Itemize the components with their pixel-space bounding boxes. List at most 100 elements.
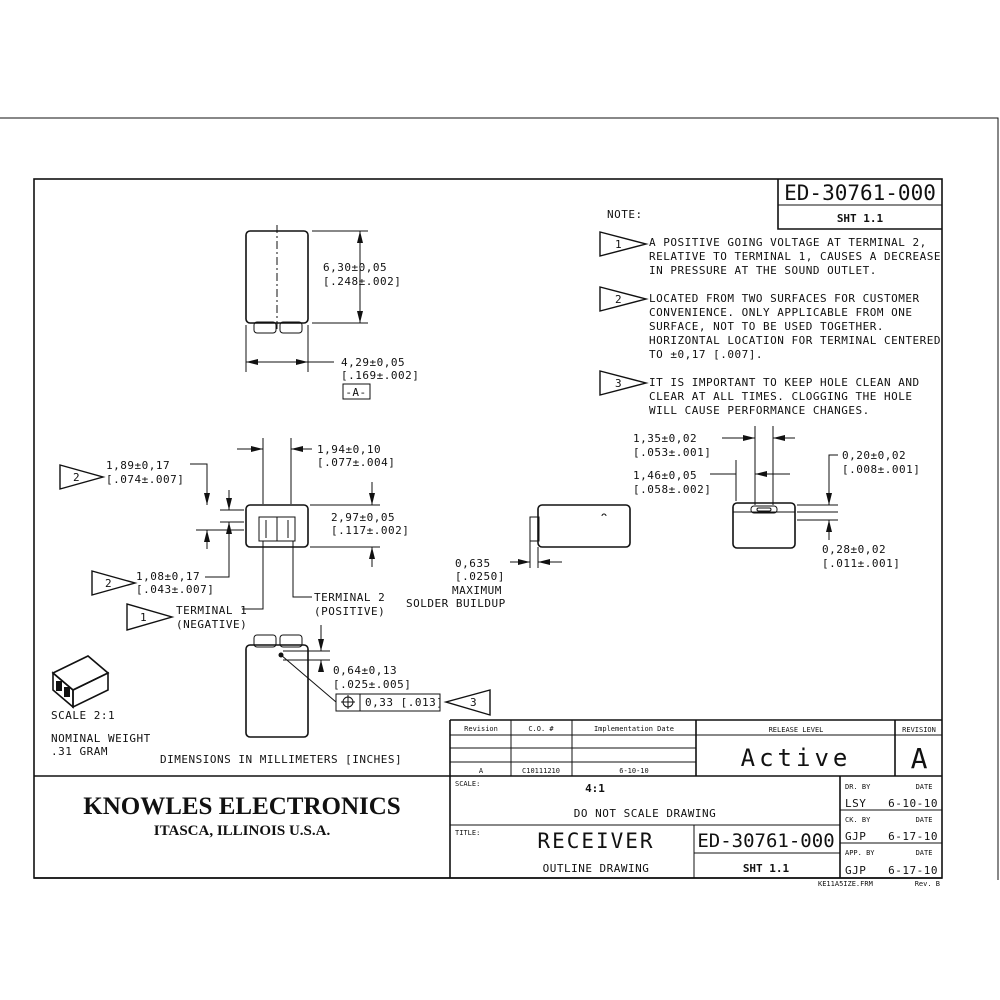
rev-row-date: 6-10-10 <box>619 767 649 775</box>
svg-text:WILL CAUSE PERFORMANCE CHANGES: WILL CAUSE PERFORMANCE CHANGES. <box>649 404 870 417</box>
isometric-sketch <box>51 655 110 709</box>
app-date-label: DATE <box>916 849 933 857</box>
dr-date-label: DATE <box>916 783 933 791</box>
terminal2-sub: (POSITIVE) <box>314 605 385 618</box>
height-dim-mm: 6,30±0,05 <box>323 261 387 274</box>
svg-text:LOCATED FROM TWO SURFACES FOR: LOCATED FROM TWO SURFACES FOR CUSTOMER <box>649 292 920 305</box>
terminal1-sub: (NEGATIVE) <box>176 618 247 631</box>
note-flag-2-side: 2 <box>91 570 138 596</box>
svg-text:A POSITIVE GOING VOLTAGE AT TE: A POSITIVE GOING VOLTAGE AT TERMINAL 2, <box>649 236 927 249</box>
solder-note-2: SOLDER BUILDUP <box>406 597 506 610</box>
terminal1-label: TERMINAL 1 <box>176 604 247 617</box>
ck-date: 6-17-10 <box>888 830 938 843</box>
position-tolerance: 0,33 [.013] <box>365 696 443 709</box>
rev-header-date: Implementation Date <box>594 725 674 733</box>
note-flag-1: 1 <box>126 603 175 631</box>
scale-value: 4:1 <box>585 782 605 795</box>
end-view <box>190 438 380 610</box>
width-dim-in: [.169±.002] <box>341 369 419 382</box>
drawing-subtitle: OUTLINE DRAWING <box>543 862 650 875</box>
top-number-box: ED-30761-000 SHT 1.1 <box>777 179 942 230</box>
svg-text:TO ±0,17 [.007].: TO ±0,17 [.007]. <box>649 348 763 361</box>
dr-by: LSY <box>845 797 866 810</box>
revision-header: REVISION <box>902 726 936 734</box>
footer-form: KE11A5IZE.FRM <box>818 880 873 888</box>
d020-in: [.008±.001] <box>842 463 920 476</box>
release-level-header: RELEASE LEVEL <box>769 726 824 734</box>
svg-text:1: 1 <box>615 238 622 251</box>
top-drawing-number: ED-30761-000 <box>784 181 936 205</box>
title-label: TITLE: <box>455 829 480 837</box>
depth-dim-in: [.117±.002] <box>331 524 409 537</box>
title-sheet-number: SHT 1.1 <box>743 862 790 875</box>
release-level-value: Active <box>741 744 852 772</box>
d146-in: [.058±.002] <box>633 483 711 496</box>
svg-text:2: 2 <box>615 293 622 306</box>
note-heading: NOTE: <box>607 208 643 221</box>
app-by-label: APP. BY <box>845 849 875 857</box>
svg-text:1: 1 <box>140 611 147 624</box>
rev-row-revision: A <box>479 767 484 775</box>
svg-text:3: 3 <box>615 377 622 390</box>
outlet-view <box>710 426 838 549</box>
dr-by-label: DR. BY <box>845 783 871 791</box>
svg-text:CLEAR AT ALL TIMES. CLOGGING: CLEAR AT ALL TIMES. CLOGGING THE HOLE <box>649 390 913 403</box>
solder-dim-in: [.0250] <box>455 570 505 583</box>
svg-text:CONVENIENCE. ONLY APPLICABLE: CONVENIENCE. ONLY APPLICABLE FROM ONE <box>649 306 913 319</box>
note-1: 1 A POSITIVE GOING VOLTAGE AT TERMINAL 2… <box>599 231 941 277</box>
side-offset-mm: 1,08±0,17 <box>136 570 200 583</box>
term-width-in: [.077±.004] <box>317 456 395 469</box>
hole-dim-mm: 0,64±0,13 <box>333 664 397 677</box>
width-dim-mm: 4,29±0,05 <box>341 356 405 369</box>
svg-text:HORIZONTAL LOCATION FOR TERMIN: HORIZONTAL LOCATION FOR TERMINAL CENTERE… <box>649 334 941 347</box>
top-sheet-number: SHT 1.1 <box>837 212 884 225</box>
depth-dim-mm: 2,97±0,05 <box>331 511 395 524</box>
svg-text:RELATIVE TO TERMINAL 1, CAUSES: RELATIVE TO TERMINAL 1, CAUSES A DECREAS… <box>649 250 941 263</box>
units-note: DIMENSIONS IN MILLIMETERS [INCHES] <box>160 753 402 766</box>
ck-by: GJP <box>845 830 866 843</box>
note-2: 2 LOCATED FROM TWO SURFACES FOR CUSTOMER… <box>599 286 941 361</box>
note-flag-2-top: 2 <box>59 464 106 490</box>
revision-value: A <box>911 742 928 775</box>
top-offset-mm: 1,89±0,17 <box>106 459 170 472</box>
top-view <box>245 225 371 400</box>
ck-by-label: CK. BY <box>845 816 871 824</box>
scale-label: SCALE: <box>455 780 480 788</box>
drawing-title: RECEIVER <box>537 829 654 853</box>
rev-header-co: C.O. # <box>528 725 554 733</box>
hole-dim-in: [.025±.005] <box>333 678 411 691</box>
d146-mm: 1,46±0,05 <box>633 469 697 482</box>
note-3: 3 IT IS IMPORTANT TO KEEP HOLE CLEAN AND… <box>599 370 920 417</box>
weight-line-2: .31 GRAM <box>51 745 108 758</box>
side-view <box>510 504 631 568</box>
svg-text:SURFACE, NOT TO BE USED TOGETH: SURFACE, NOT TO BE USED TOGETHER. <box>649 320 884 333</box>
rev-row-co: C10111210 <box>522 767 560 775</box>
svg-text:2: 2 <box>73 471 80 484</box>
scale-note: SCALE 2:1 <box>51 709 115 722</box>
footer-rev: Rev. B <box>915 880 940 888</box>
bottom-view <box>245 625 491 738</box>
company-location: ITASCA, ILLINOIS U.S.A. <box>154 823 331 839</box>
company-name: KNOWLES ELECTRONICS <box>83 793 400 820</box>
outer-frame <box>0 117 999 880</box>
app-by: GJP <box>845 864 866 877</box>
svg-text:IT IS IMPORTANT TO KEEP HOLE C: IT IS IMPORTANT TO KEEP HOLE CLEAN AND <box>649 376 920 389</box>
dr-date: 6-10-10 <box>888 797 938 810</box>
solder-note-1: MAXIMUM <box>452 584 502 597</box>
note-flag-3-hole: 3 <box>470 696 477 709</box>
rev-header-revision: Revision <box>464 725 498 733</box>
d135-in: [.053±.001] <box>633 446 711 459</box>
title-block <box>34 719 942 879</box>
do-not-scale: DO NOT SCALE DRAWING <box>574 807 716 820</box>
datum-a: -A- <box>345 386 366 399</box>
svg-text:2: 2 <box>105 577 112 590</box>
drawing-border <box>33 178 943 879</box>
svg-text:IN PRESSURE AT THE SOUND OUTLE: IN PRESSURE AT THE SOUND OUTLET. <box>649 264 877 277</box>
title-drawing-number: ED-30761-000 <box>697 830 834 852</box>
height-dim-in: [.248±.002] <box>323 275 401 288</box>
d020-mm: 0,20±0,02 <box>842 449 906 462</box>
ck-date-label: DATE <box>916 816 933 824</box>
top-offset-in: [.074±.007] <box>106 473 184 486</box>
solder-dim-mm: 0,635 <box>455 557 491 570</box>
